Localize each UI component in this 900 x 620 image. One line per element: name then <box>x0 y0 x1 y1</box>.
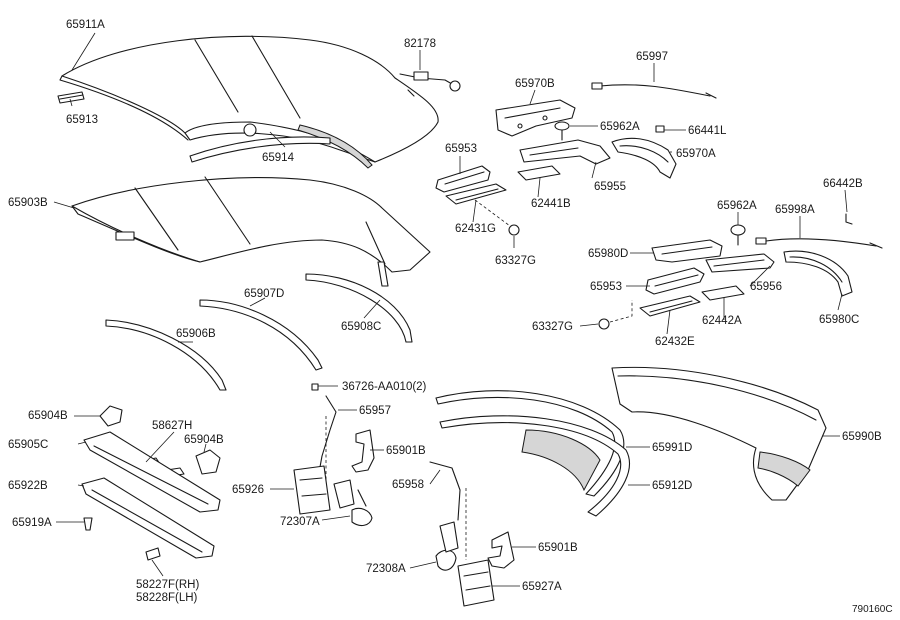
part-65962A-pin-lower <box>730 224 746 246</box>
label-65956: 65956 <box>750 281 782 293</box>
label-65904B-right: 65904B <box>184 434 224 446</box>
part-63327G-bolt-upper <box>474 199 520 236</box>
label-65908C: 65908C <box>341 321 381 333</box>
label-65962A-lower: 65962A <box>717 200 757 212</box>
leader-lines <box>53 32 848 587</box>
part-65970A-arm <box>611 137 677 179</box>
label-62441B: 62441B <box>531 198 571 210</box>
part-65906B-strip <box>105 319 227 391</box>
part-65970B-bracket <box>495 99 576 137</box>
part-labels: 65911A 65913 65914 82178 65997 65970B 65… <box>8 19 893 615</box>
part-65913-clip <box>57 91 85 104</box>
part-65956-rail <box>705 253 775 273</box>
label-65997: 65997 <box>636 51 668 63</box>
label-65990B: 65990B <box>842 431 882 443</box>
part-65901B-bracket-lower <box>487 531 515 569</box>
label-65991D: 65991D <box>652 442 692 454</box>
label-72308A: 72308A <box>366 563 406 575</box>
part-62431G-plate <box>445 183 507 205</box>
part-62432E-plate <box>639 295 701 317</box>
label-58228F: 58228F(LH) <box>136 592 198 604</box>
part-66441L <box>655 125 665 133</box>
label-65953-upper: 65953 <box>445 143 477 155</box>
label-65927A: 65927A <box>522 581 562 593</box>
part-65980C-arm <box>783 250 853 297</box>
label-65958: 65958 <box>392 479 424 491</box>
label-62442A: 62442A <box>702 315 742 327</box>
label-58627H: 58627H <box>152 420 192 432</box>
label-82178: 82178 <box>404 38 436 50</box>
part-65927A-assembly <box>457 559 495 607</box>
label-65926: 65926 <box>232 484 264 496</box>
label-62431G: 62431G <box>455 223 496 235</box>
label-72307A: 72307A <box>280 516 320 528</box>
label-65914: 65914 <box>262 152 295 164</box>
part-82178-wire-connector <box>399 71 461 97</box>
part-58227F-58228F-bracket <box>145 547 161 561</box>
label-63327G-lower: 63327G <box>532 321 573 333</box>
part-65907D-strip <box>199 299 323 371</box>
label-65906B: 65906B <box>176 328 216 340</box>
label-65955: 65955 <box>594 181 626 193</box>
part-36726-AA010-clip <box>311 383 319 391</box>
part-65998A-cable <box>755 237 883 249</box>
part-65911A-roof-panel <box>59 35 439 169</box>
part-65997-cable <box>591 82 717 99</box>
part-65980D-bracket <box>651 239 723 263</box>
part-62442A-plate <box>701 285 745 301</box>
part-65904B-bracket-left <box>99 405 123 427</box>
part-65991D-trim <box>435 390 625 497</box>
part-65953-track-lower <box>645 267 705 295</box>
part-65958-rod <box>429 461 467 560</box>
label-65970A: 65970A <box>676 148 716 160</box>
label-65980C: 65980C <box>819 314 859 326</box>
part-65919A-fastener <box>83 517 93 531</box>
part-65955-bracket <box>519 139 611 165</box>
label-65903B: 65903B <box>8 197 48 209</box>
part-65926-assembly <box>293 465 355 515</box>
part-72308A-gear <box>435 521 459 571</box>
part-65957-rod <box>317 395 337 480</box>
label-65905C: 65905C <box>8 439 48 451</box>
part-72307A-gear <box>351 489 373 527</box>
label-66441L: 66441L <box>688 125 727 137</box>
label-65998A: 65998A <box>775 204 815 216</box>
label-65907D: 65907D <box>244 288 284 300</box>
part-65905C-rail <box>83 431 221 513</box>
label-65957: 65957 <box>359 405 391 417</box>
label-65919A: 65919A <box>12 517 52 529</box>
label-65911A: 65911A <box>66 19 105 31</box>
part-65904B-bracket-right <box>195 449 221 475</box>
part-65903B-headliner <box>71 176 431 287</box>
part-63327G-bolt-lower <box>598 300 633 330</box>
label-diagram-ref-code: 790160C <box>852 604 893 615</box>
part-65953-track-upper <box>435 165 491 193</box>
part-65912D-trim <box>439 415 630 517</box>
label-65922B: 65922B <box>8 480 48 492</box>
part-65962A-pin <box>554 121 570 141</box>
part-65908C-strip <box>305 273 413 343</box>
label-65962A-upper: 65962A <box>600 121 640 133</box>
part-65922B-rail <box>81 477 215 559</box>
part-65901B-bracket-upper <box>351 429 375 473</box>
label-63327G-upper: 63327G <box>495 255 536 267</box>
label-36726-AA010: 36726-AA010(2) <box>342 381 427 393</box>
label-65901B-lower: 65901B <box>538 542 578 554</box>
label-62432E: 62432E <box>655 336 695 348</box>
label-65912D: 65912D <box>652 480 692 492</box>
label-66442B: 66442B <box>823 178 863 190</box>
part-65914-weatherstrip <box>189 123 331 163</box>
part-65990B-rear-panel <box>611 366 827 501</box>
label-65970B: 65970B <box>515 78 555 90</box>
part-66442B <box>845 213 853 225</box>
label-65980D: 65980D <box>588 248 628 260</box>
label-65953-lower: 65953 <box>590 281 622 293</box>
label-65904B-left: 65904B <box>28 410 68 422</box>
part-62441B-plate <box>517 165 561 181</box>
label-58227F: 58227F(RH) <box>136 579 199 591</box>
label-65901B-upper: 65901B <box>386 445 426 457</box>
label-65913: 65913 <box>66 114 98 126</box>
